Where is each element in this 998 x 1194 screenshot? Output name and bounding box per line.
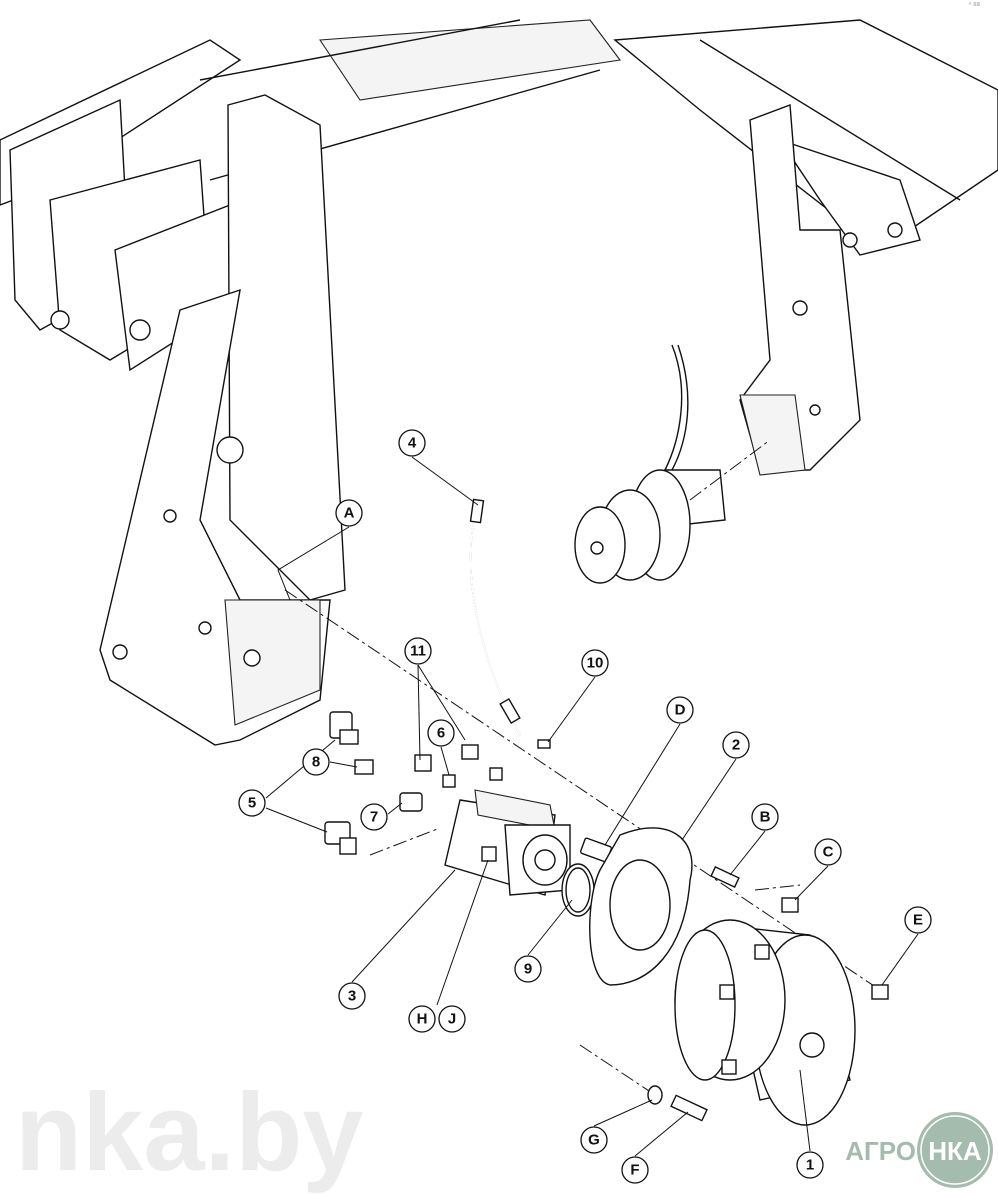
callout-C: C (814, 838, 842, 866)
center-line (689, 439, 771, 501)
svg-text:C: C (823, 844, 834, 861)
gasket-plate (589, 827, 693, 986)
callout-H: H (408, 1005, 436, 1033)
o-ring (561, 863, 595, 917)
svg-text:H: H (417, 1011, 428, 1028)
svg-text:D: D (675, 702, 686, 719)
callout-2: 2 (722, 731, 750, 759)
o-ring-inner (565, 867, 591, 913)
svg-text:4: 4 (408, 435, 417, 452)
callout-J: J (438, 1005, 466, 1033)
support-arm-right (739, 104, 861, 476)
callout-B: B (751, 803, 779, 831)
nut-e (871, 984, 889, 1000)
nut-c (781, 897, 799, 913)
svg-text:8: 8 (312, 754, 320, 771)
svg-text:A: A (344, 505, 355, 522)
agronka-logo: АГРО НКА (845, 1112, 993, 1188)
watermark: nka.by (15, 1071, 363, 1194)
axis-segment (579, 1044, 656, 1096)
bolt-b (710, 866, 740, 888)
callout-5: 5 (238, 789, 266, 817)
assembly-axis (284, 589, 881, 991)
support-arm-left (99, 94, 346, 746)
svg-text:2: 2 (732, 737, 740, 754)
callout-11: 11 (404, 637, 432, 665)
washer-g (647, 1085, 663, 1105)
callout-E: E (904, 906, 932, 934)
axis-segment (369, 827, 441, 856)
fittings (324, 711, 503, 855)
callout-G: G (580, 1126, 608, 1154)
callout-1: 1 (796, 1151, 824, 1179)
installed-motor (574, 344, 726, 584)
logo-left-text: АГРО (845, 1136, 916, 1166)
machine-frame-right (613, 19, 998, 256)
svg-text:3: 3 (348, 988, 356, 1005)
callout-10: 10 (581, 649, 609, 677)
motor (674, 919, 856, 1126)
bolt-f (670, 1094, 708, 1122)
svg-text:G: G (588, 1132, 600, 1149)
pump-assembly (444, 789, 571, 896)
axis-segment (754, 884, 801, 891)
svg-text:B: B (760, 809, 771, 826)
callout-F: F (621, 1156, 649, 1184)
hose (469, 498, 551, 749)
callout-D: D (666, 696, 694, 724)
callout-9: 9 (514, 955, 542, 983)
svg-text:6: 6 (437, 725, 445, 742)
callout-7: 7 (360, 803, 388, 831)
svg-text:9: 9 (524, 961, 532, 978)
callout-4: 4 (398, 429, 426, 457)
callout-A: A (335, 499, 363, 527)
machine-frame-left (0, 19, 621, 372)
svg-text:7: 7 (370, 809, 378, 826)
svg-text:10: 10 (587, 655, 604, 672)
corner-mark: ⁿ ≡≡ (969, 2, 980, 8)
svg-text:1: 1 (806, 1157, 814, 1174)
svg-text:5: 5 (248, 795, 256, 812)
svg-text:E: E (913, 912, 923, 929)
svg-text:J: J (448, 1011, 456, 1028)
callout-6: 6 (427, 719, 455, 747)
svg-text:F: F (630, 1162, 639, 1179)
svg-text:11: 11 (410, 643, 426, 660)
callout-3: 3 (338, 982, 366, 1010)
leader-lines (265, 456, 919, 1157)
logo-right-text: НКА (928, 1136, 982, 1166)
callout-8: 8 (302, 748, 330, 776)
